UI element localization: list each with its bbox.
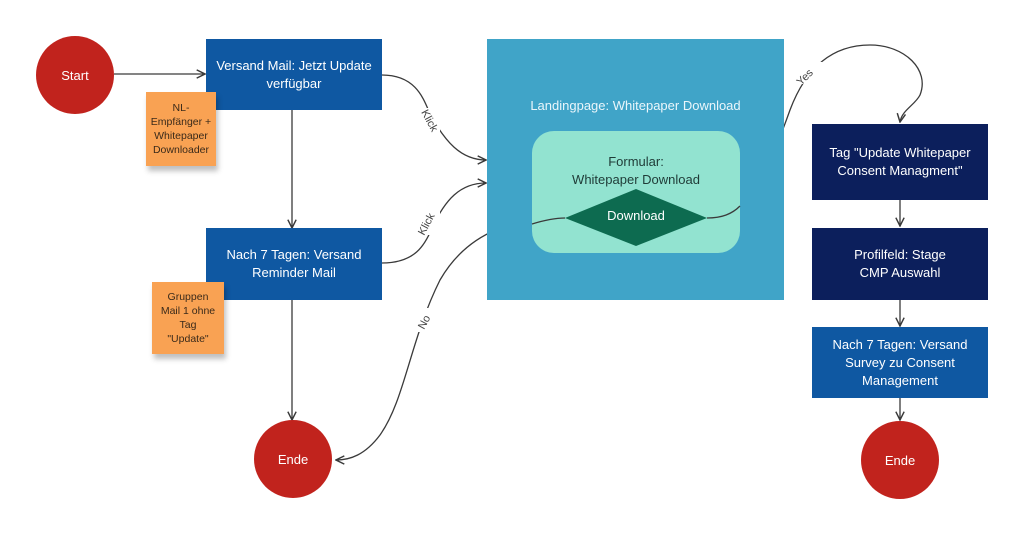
profile-field-label: Profilfeld: Stage CMP Auswahl xyxy=(854,247,946,280)
mail-update-label: Versand Mail: Jetzt Update verfügbar xyxy=(216,57,372,91)
tag-update-node: Tag "Update Whitepaper Consent Managment… xyxy=(812,124,988,200)
start-node: Start xyxy=(36,36,114,114)
tag-update-label: Tag "Update Whitepaper Consent Managment… xyxy=(829,145,971,178)
survey-node: Nach 7 Tagen: Versand Survey zu Consent … xyxy=(812,327,988,398)
survey-label: Nach 7 Tagen: Versand Survey zu Consent … xyxy=(832,336,968,388)
end-left-label: Ende xyxy=(277,451,309,467)
sticky-note-group: Gruppen Mail 1 ohne Tag "Update" xyxy=(152,282,224,354)
sticky-note-group-text: Gruppen Mail 1 ohne Tag "Update" xyxy=(160,291,216,345)
reminder-mail-label: Nach 7 Tagen: Versand Reminder Mail xyxy=(226,247,362,280)
start-label: Start xyxy=(61,67,89,83)
end-node-right: Ende xyxy=(861,421,939,499)
end-node-left: Ende xyxy=(254,420,332,498)
landingpage-title: Landingpage: Whitepaper Download xyxy=(530,98,741,113)
sticky-note-recipients-text: NL- Empfänger + Whitepaper Downloader xyxy=(150,102,212,156)
decision-label: Download xyxy=(607,208,665,223)
reminder-mail-node: Nach 7 Tagen: Versand Reminder Mail xyxy=(206,228,382,300)
sticky-note-recipients: NL- Empfänger + Whitepaper Downloader xyxy=(146,92,216,166)
mail-update-node: Versand Mail: Jetzt Update verfügbar xyxy=(206,39,382,110)
edge-label-no: No xyxy=(416,313,433,331)
form-container xyxy=(532,131,740,253)
end-right-label: Ende xyxy=(884,452,916,468)
form-title: Formular: Whitepaper Download xyxy=(572,154,700,187)
profile-field-node: Profilfeld: Stage CMP Auswahl xyxy=(812,228,988,300)
